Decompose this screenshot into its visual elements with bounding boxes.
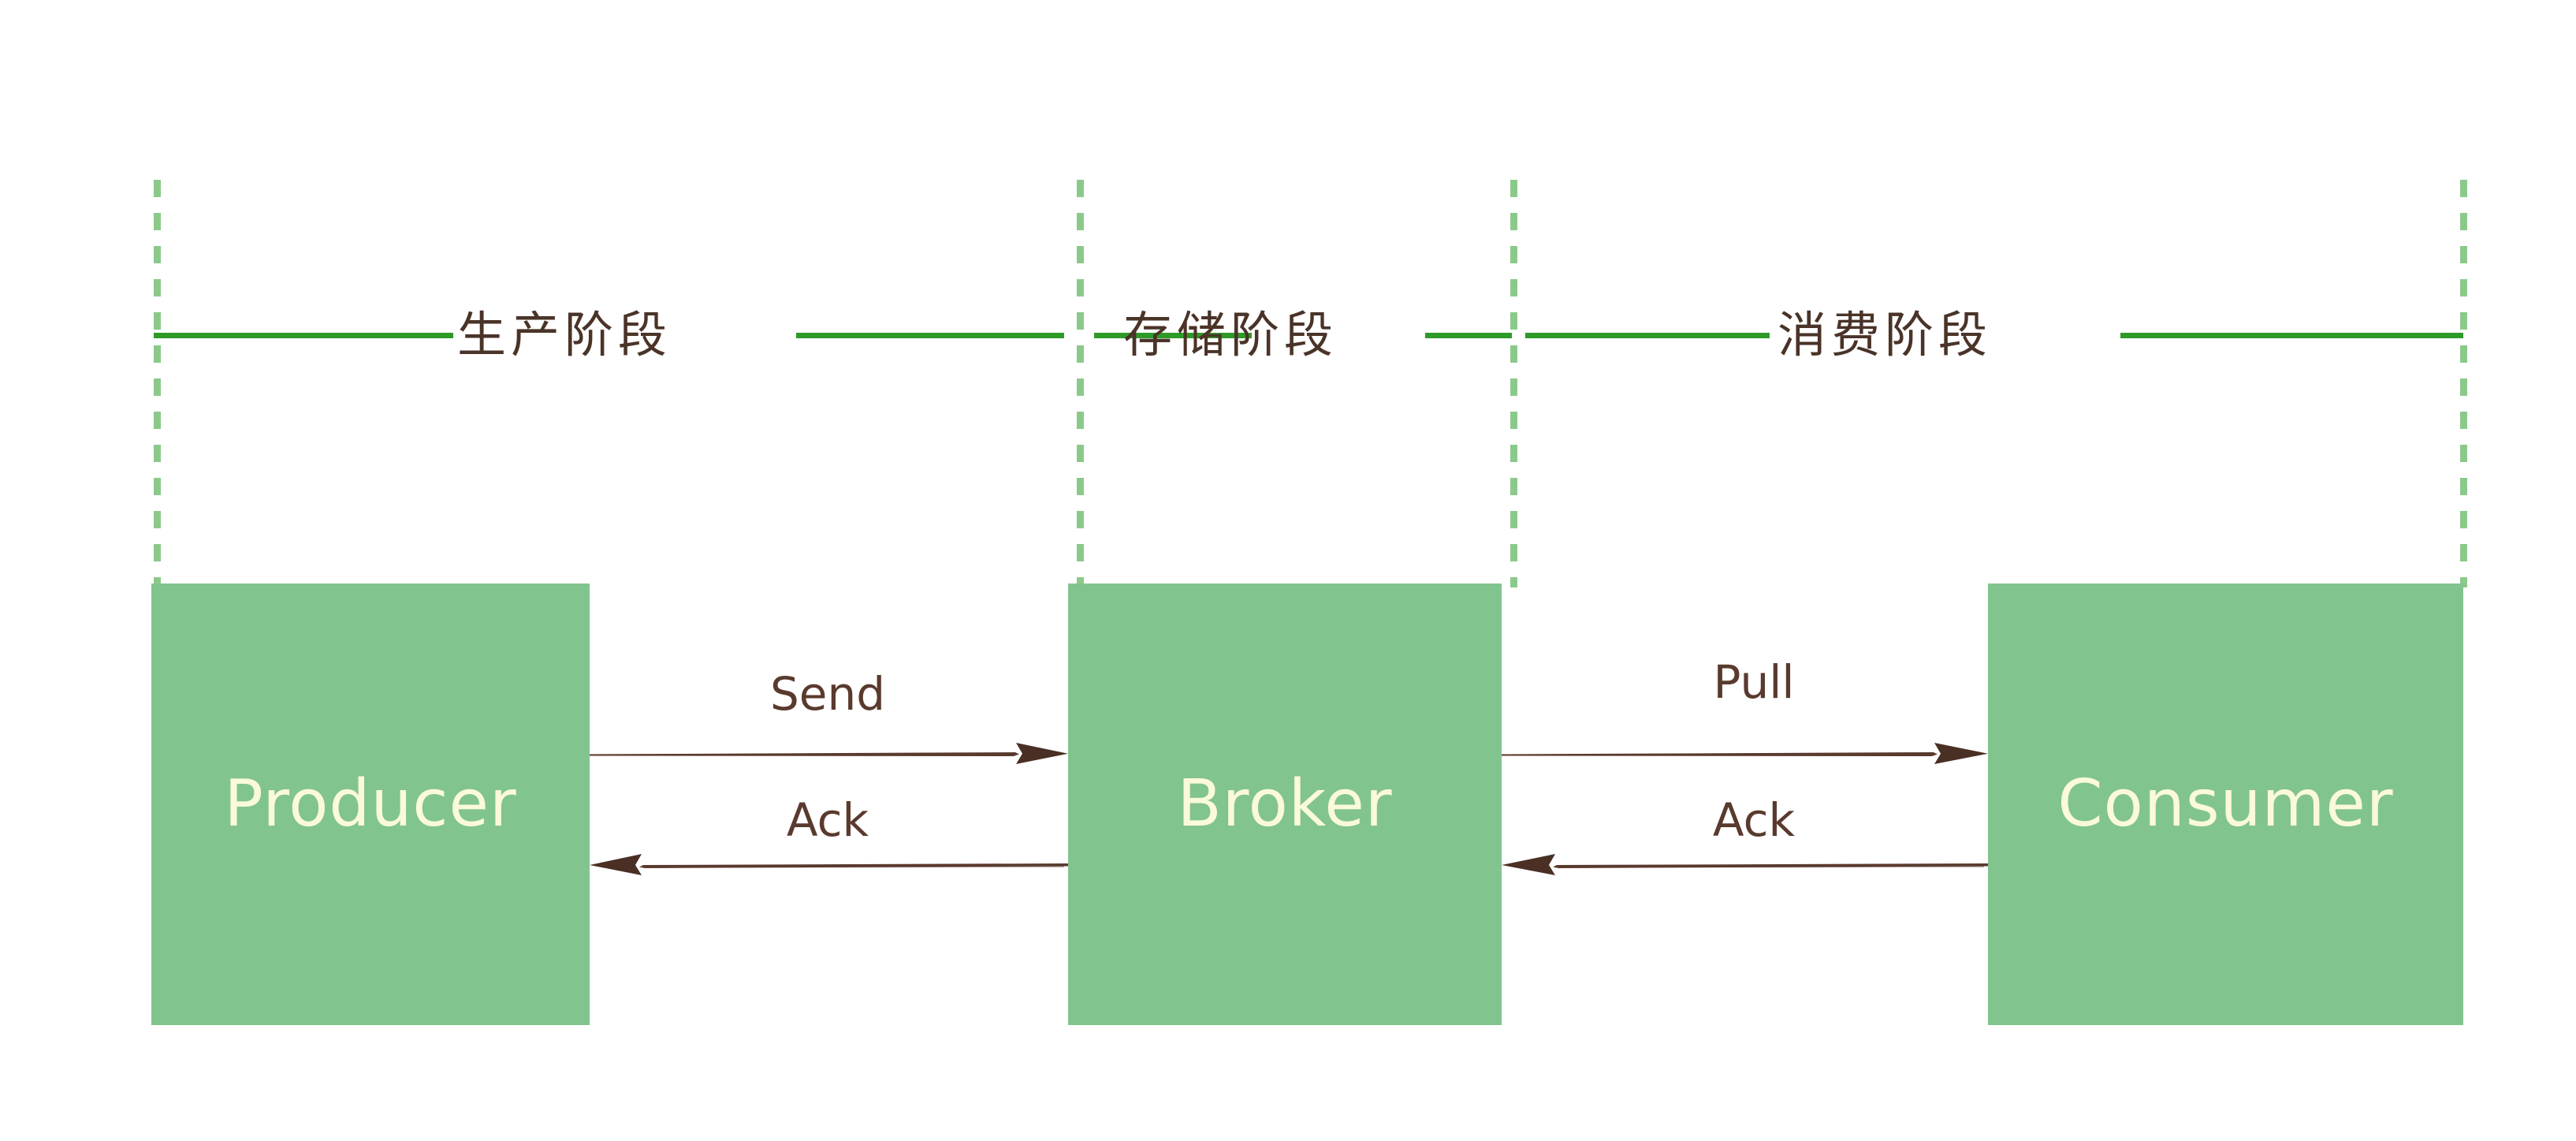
node-broker[interactable]: Broker xyxy=(1068,584,1502,1025)
phase-rule-segment xyxy=(2120,333,2463,338)
divider-broker-right xyxy=(1510,180,1517,587)
phase-rule-segment xyxy=(1094,333,1252,338)
arrow-ack-consumer-label: Ack xyxy=(1712,793,1796,847)
node-consumer[interactable]: Consumer xyxy=(1988,584,2463,1025)
node-producer[interactable]: Producer xyxy=(151,584,590,1025)
phase-label-storage: 存储阶段 xyxy=(1123,306,1338,364)
arrow-pull-label: Pull xyxy=(1713,655,1795,709)
arrow-pull xyxy=(1502,737,1988,769)
arrow-ack-producer xyxy=(590,848,1068,879)
phase-rule-segment xyxy=(1525,333,1770,338)
phase-label-production: 生产阶段 xyxy=(457,306,672,364)
phase-rule-segment xyxy=(1425,333,1512,338)
arrow-ack-consumer xyxy=(1502,848,1988,879)
node-consumer-label: Consumer xyxy=(2057,766,2394,841)
node-producer-label: Producer xyxy=(224,766,517,841)
arrow-send xyxy=(590,737,1068,769)
phase-rule-segment xyxy=(796,333,1064,338)
phase-rule-segment xyxy=(154,333,453,338)
phase-label-consumption: 消费阶段 xyxy=(1778,306,1993,364)
divider-broker-left xyxy=(1077,180,1084,587)
arrow-ack-producer-label: Ack xyxy=(786,793,869,847)
arrow-send-label: Send xyxy=(769,667,886,721)
node-broker-label: Broker xyxy=(1177,766,1393,841)
divider-consumer-right xyxy=(2460,180,2467,587)
divider-producer-left xyxy=(154,180,161,587)
